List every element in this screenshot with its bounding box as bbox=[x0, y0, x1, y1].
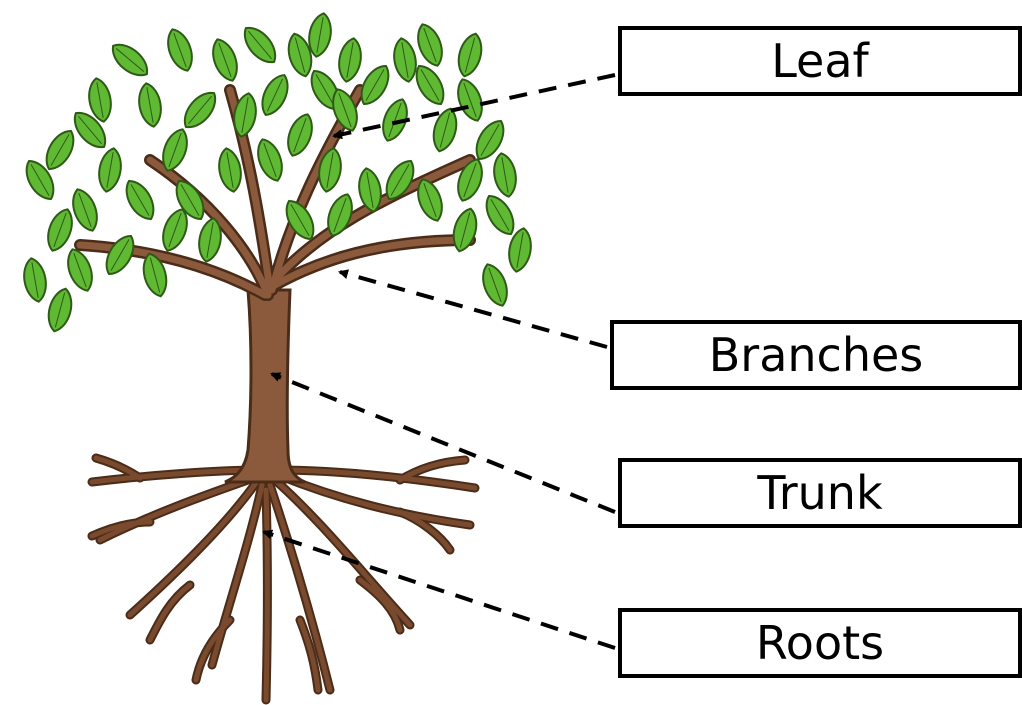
pointer-lines bbox=[262, 73, 616, 650]
label-trunk: Trunk bbox=[618, 458, 1022, 528]
leaf-vein bbox=[78, 115, 102, 145]
leaf-vein bbox=[78, 192, 92, 228]
leaf-vein bbox=[54, 292, 66, 328]
leaf-vein bbox=[31, 262, 39, 298]
leaf-vein bbox=[30, 164, 50, 196]
leaf-vein bbox=[388, 102, 402, 138]
leaf-vein bbox=[96, 82, 104, 118]
leaf-cluster bbox=[23, 12, 532, 333]
leaf-vein bbox=[188, 95, 212, 125]
leaf-vein bbox=[420, 69, 440, 101]
leaf-vein bbox=[73, 252, 87, 288]
leaf-vein bbox=[490, 199, 510, 231]
roots-illustration bbox=[87, 453, 480, 705]
roots-pointer bbox=[262, 529, 616, 650]
leaf-vein bbox=[110, 239, 130, 271]
leaf-vein bbox=[315, 74, 335, 106]
leaf-vein bbox=[423, 27, 437, 63]
leaf-vein bbox=[488, 267, 502, 303]
leaf-vein bbox=[459, 212, 471, 248]
leaf-vein bbox=[263, 142, 277, 178]
leaf-vein bbox=[346, 42, 354, 78]
leaf-vein bbox=[50, 134, 70, 166]
branches-pointer bbox=[338, 269, 608, 349]
leaf-vein bbox=[401, 42, 409, 78]
leaf-vein bbox=[326, 152, 334, 188]
leaf-vein bbox=[241, 97, 249, 133]
leaf-vein bbox=[338, 92, 352, 128]
leaf-vein bbox=[146, 87, 154, 123]
leaf-vein bbox=[333, 197, 347, 233]
leaf-vein bbox=[463, 162, 477, 198]
leaf-vein bbox=[366, 172, 374, 208]
label-branches: Branches bbox=[610, 320, 1022, 390]
leaf-vein bbox=[294, 37, 306, 73]
leaf-vein bbox=[173, 32, 187, 68]
leaf-vein bbox=[316, 17, 324, 53]
label-roots: Roots bbox=[618, 608, 1022, 678]
leaf-vein bbox=[248, 30, 272, 60]
leaf-vein bbox=[464, 37, 476, 73]
leaf-vein bbox=[480, 124, 500, 156]
leaf-vein bbox=[293, 117, 307, 153]
leaf-vein bbox=[266, 78, 284, 112]
leaf-vein bbox=[463, 82, 477, 118]
leaf-vein bbox=[516, 232, 524, 268]
leaf-vein bbox=[501, 157, 509, 193]
leaf-vein bbox=[365, 69, 385, 101]
leaf-vein bbox=[180, 184, 200, 216]
leaf-vein bbox=[53, 212, 67, 248]
leaf-vein bbox=[290, 204, 310, 236]
label-leaf: Leaf bbox=[618, 26, 1022, 96]
leaf-vein bbox=[168, 212, 182, 248]
leaf-vein bbox=[206, 222, 214, 258]
leaf-vein bbox=[106, 152, 114, 188]
leaf-vein bbox=[423, 182, 437, 218]
leaf-vein bbox=[439, 112, 451, 148]
trunk-illustration bbox=[224, 288, 306, 484]
leaf-vein bbox=[226, 152, 234, 188]
trunk-pointer bbox=[270, 372, 616, 514]
leaf-vein bbox=[390, 164, 410, 196]
leaf-vein bbox=[115, 48, 145, 72]
leaf-vein bbox=[149, 257, 161, 293]
leaf-vein bbox=[218, 42, 232, 78]
leaf-pointer bbox=[332, 73, 616, 140]
leaf-vein bbox=[130, 184, 150, 216]
leaf-vein bbox=[168, 132, 182, 168]
